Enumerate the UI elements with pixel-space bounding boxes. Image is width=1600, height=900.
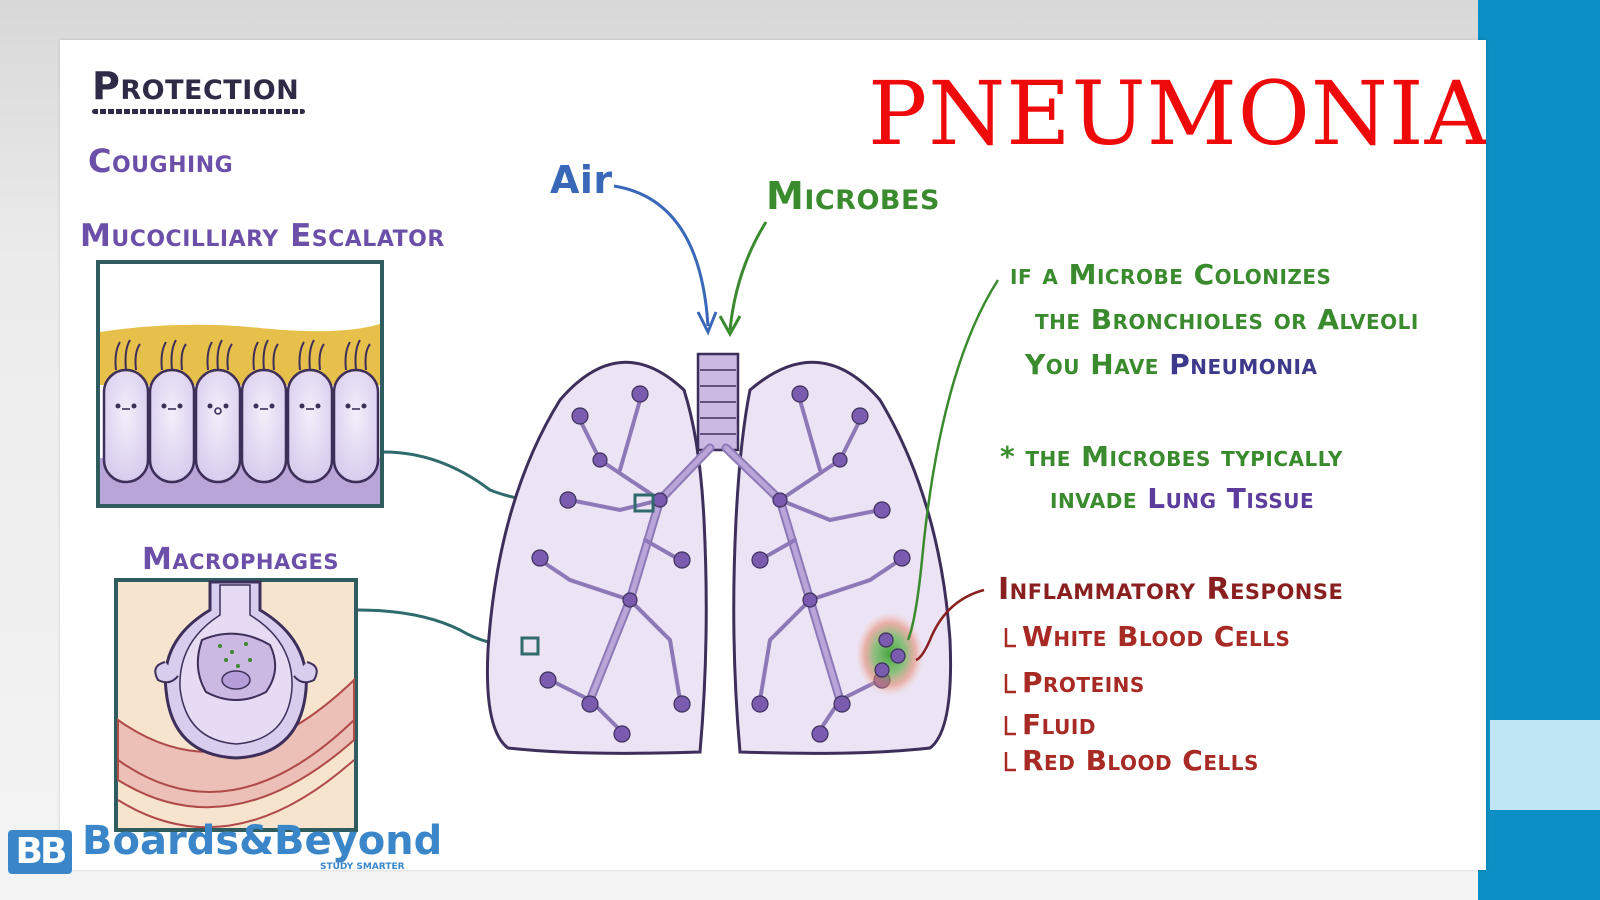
note-colonize-line2: the Bronchioles or Alveoli — [1035, 303, 1419, 336]
inflammatory-item-proteins: Proteins — [1022, 666, 1145, 699]
inflammatory-leader-line — [915, 588, 985, 662]
logo-name: Boards&Beyond — [82, 818, 443, 864]
note-lung-tissue: Lung Tissue — [1147, 482, 1315, 515]
logo-mark: BB — [8, 830, 72, 874]
inflammatory-heading: Inflammatory Response — [998, 572, 1344, 607]
note-colonize-line3: You Have Pneumonia — [1025, 348, 1317, 381]
note-you-have: You Have — [1025, 348, 1170, 381]
macrophage-illustration — [114, 578, 358, 832]
inflammatory-item-fluid: Fluid — [1022, 708, 1096, 741]
list-brackets — [1004, 628, 1016, 772]
note-pneumonia-word: Pneumonia — [1169, 348, 1318, 381]
inflammatory-item-white-blood-cells: White Blood Cells — [1022, 620, 1291, 653]
inflammatory-item-red-blood-cells: Red Blood Cells — [1022, 744, 1259, 777]
macrophages-label: Macrophages — [142, 542, 339, 577]
air-label: Air — [550, 158, 613, 202]
note-invade-line1: * the Microbes typically — [1000, 440, 1343, 473]
microbes-arrow — [728, 221, 768, 331]
colonize-leader-line — [906, 279, 1000, 641]
note-invade-word: invade — [1050, 482, 1148, 515]
logo-tagline: STUDY SMARTER — [320, 862, 405, 872]
protection-heading: Protection — [92, 64, 306, 114]
page-title: PNEUMONIA — [868, 62, 1486, 165]
note-invade-line2: invade Lung Tissue — [1050, 482, 1314, 515]
mucociliary-escalator-label: Mucocilliary Escalator — [80, 218, 445, 254]
right-accent-light-band — [1490, 720, 1600, 810]
lungs-illustration — [485, 352, 953, 755]
microbes-label: Microbes — [766, 174, 940, 218]
air-arrow — [613, 184, 710, 327]
coughing-label: Coughing — [88, 142, 234, 180]
escalator-illustration — [96, 260, 384, 508]
slide: Protection Coughing Mucocilliary Escalat… — [60, 40, 1486, 870]
infection-site — [856, 612, 924, 696]
diagram-canvas — [96, 184, 1016, 832]
note-colonize-line1: if a Microbe Colonizes — [1010, 258, 1332, 291]
